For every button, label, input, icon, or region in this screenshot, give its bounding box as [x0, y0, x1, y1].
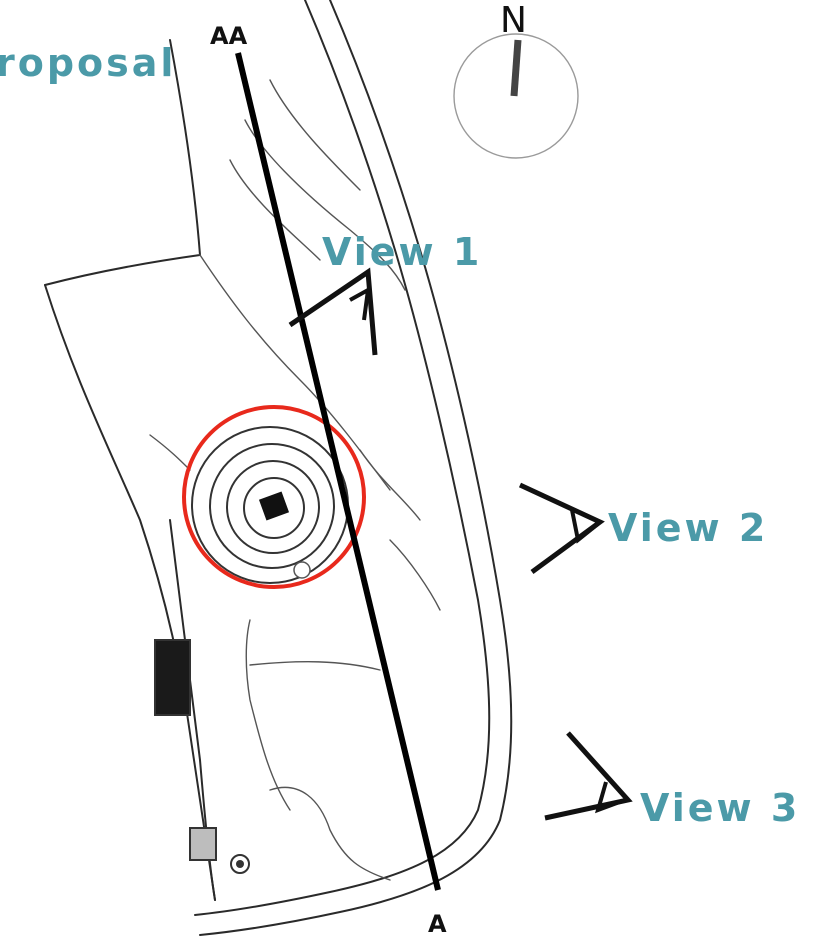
road-outer-edge: [199, 0, 513, 936]
path-lower-2: [249, 661, 381, 671]
view-2-eye-icon: [518, 482, 605, 575]
compass-circle: [453, 33, 579, 159]
road-inner-edge: [194, 0, 491, 916]
path-lower: [245, 619, 291, 811]
site-plan-linework: [44, 0, 513, 936]
view-2-label: View 2: [608, 506, 768, 550]
small-kiosk: [189, 827, 217, 861]
spiral-ring-3: [226, 460, 320, 554]
section-line: [235, 52, 441, 891]
section-line-group: AA A: [210, 22, 447, 938]
view-2-marker: View 2: [518, 482, 768, 575]
view-3-eye-detail: [594, 781, 626, 814]
north-label: N: [500, 0, 527, 41]
manhole-icon: [230, 854, 250, 874]
terrain-curve: [269, 786, 391, 881]
contour-4: [359, 449, 421, 521]
site-objects: [154, 639, 250, 874]
small-node: [293, 561, 311, 579]
contour-5: [389, 539, 441, 611]
manhole-inner: [236, 860, 244, 868]
north-compass: N: [453, 0, 579, 159]
section-start-label: AA: [210, 22, 248, 50]
north-arrow-icon: [510, 39, 522, 97]
view-1-eye-detail: [349, 286, 371, 321]
bench-block: [154, 639, 191, 716]
view-3-marker: View 3: [544, 731, 800, 830]
diagonal-line: [149, 434, 191, 471]
spiral-feature: [182, 405, 366, 589]
spiral-ring-2: [209, 443, 335, 569]
view-1-marker: View 1: [288, 230, 482, 356]
spiral-ring-4: [243, 477, 305, 539]
spiral-center-block: [258, 491, 290, 521]
parcel-boundary-west: [44, 284, 216, 901]
view-3-eye-icon: [544, 731, 633, 821]
view-1-label: View 1: [322, 230, 482, 274]
proposal-title: roposal: [0, 41, 176, 85]
view-2-eye-detail: [570, 509, 600, 544]
contour-2: [269, 79, 361, 191]
section-end-label: A: [428, 910, 447, 938]
highlight-circle: [182, 405, 366, 589]
view-3-label: View 3: [640, 786, 800, 830]
view-1-eye-icon: [288, 267, 378, 356]
